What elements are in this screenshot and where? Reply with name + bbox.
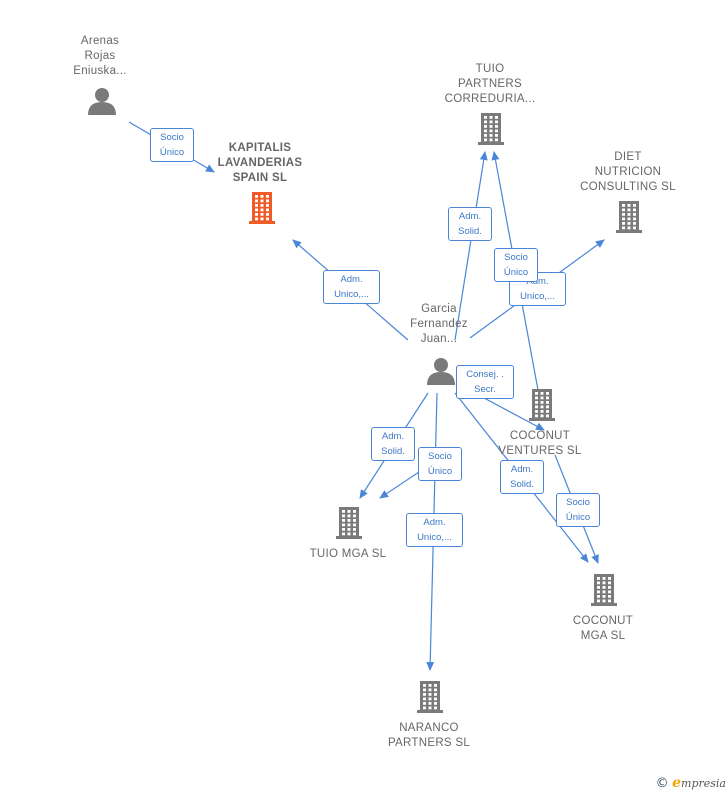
copyright-icon: ©: [655, 776, 669, 791]
node-label-diet[interactable]: DIET NUTRICION CONSULTING SL: [580, 151, 676, 193]
edge-label-coconut_ventures-tuio_partners: Socio Único: [494, 248, 538, 282]
node-label-naranco[interactable]: NARANCO PARTNERS SL: [387, 722, 471, 749]
edge-label-arenas-kapitalis: Socio Único: [150, 128, 194, 162]
building-icon-diet: [616, 201, 642, 233]
edge-label-garcia-tuio_mga: Socio Único: [418, 447, 462, 481]
edge-label-garcia-tuio_partners: Adm. Solid.: [448, 207, 492, 241]
brand-name: mpresia: [681, 777, 726, 790]
building-icon-tuio_partners: [478, 113, 504, 145]
edge-garcia-tuio_partners: [454, 151, 488, 341]
edge-label-garcia-coconut_ventures: Consej. . Secr.: [456, 365, 514, 399]
edge-label-coconut_ventures-coconut_mga: Socio Único: [556, 493, 600, 527]
node-label-arenas[interactable]: Arenas Rojas Eniuska...: [73, 35, 127, 77]
edge-label-garcia-kapitalis: Adm. Unico,...: [323, 270, 380, 304]
node-label-coconut_mga[interactable]: COCONUT MGA SL: [572, 615, 634, 642]
node-label-kapitalis[interactable]: KAPITALIS LAVANDERIAS SPAIN SL: [217, 142, 303, 184]
node-label-coconut_ventures[interactable]: COCONUT VENTURES SL: [498, 430, 582, 457]
node-label-garcia[interactable]: Garcia Fernandez Juan...: [410, 303, 468, 345]
footer-brand: © empresia: [656, 775, 726, 791]
edge-label-garcia-coconut_mga: Adm. Solid.: [500, 460, 544, 494]
building-icon-tuio_mga: [336, 507, 362, 539]
node-label-tuio_partners[interactable]: TUIO PARTNERS CORREDURIA...: [444, 63, 536, 105]
building-icon-naranco: [417, 681, 443, 713]
building-icon-coconut_mga: [591, 574, 617, 606]
node-label-tuio_mga[interactable]: TUIO MGA SL: [309, 548, 387, 560]
person-icon-garcia: [427, 358, 455, 385]
brand-initial: e: [672, 775, 682, 791]
building-icon-kapitalis: [249, 192, 275, 224]
edge-label-garcia-naranco: Adm. Unico,...: [406, 513, 463, 547]
edge-label-garcia-tuio_mga: Adm. Solid.: [371, 427, 415, 461]
person-icon-arenas: [88, 88, 116, 115]
building-icon-coconut_ventures: [529, 389, 555, 421]
